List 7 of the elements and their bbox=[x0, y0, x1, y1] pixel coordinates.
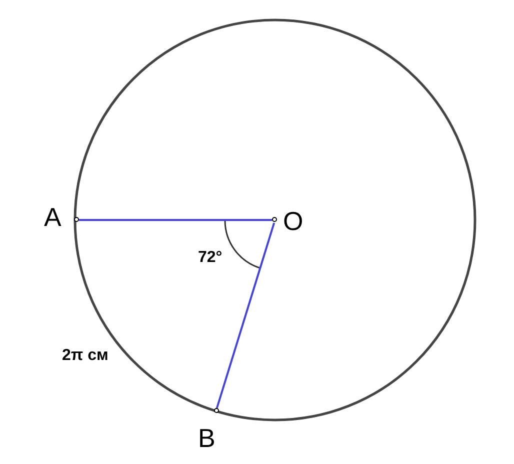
angle-label: 72° bbox=[198, 249, 222, 267]
point-label: B bbox=[198, 425, 216, 451]
point-label: A bbox=[44, 204, 62, 230]
radius-line bbox=[79, 219, 272, 221]
arc-length-label: 2π см bbox=[62, 347, 108, 365]
point-label: O bbox=[283, 208, 304, 234]
radius-line bbox=[216, 222, 276, 408]
